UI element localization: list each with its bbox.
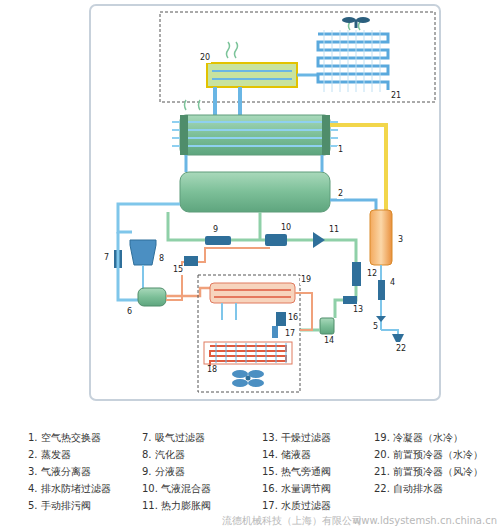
callout-number: 1	[337, 146, 344, 155]
parts-list-item: 11. 热力膨胀阀	[142, 500, 211, 511]
fin	[256, 343, 257, 363]
callout-number: 21	[390, 92, 402, 101]
callout-number: 15	[172, 266, 184, 275]
fin	[216, 343, 217, 363]
watermark: www.ldsystemsh.cn.china.cn	[353, 515, 497, 526]
callout-number: 11	[328, 226, 340, 235]
fin	[380, 30, 381, 92]
callout-number: 7	[103, 254, 110, 263]
parts-list-item: 14. 储液器	[262, 449, 311, 460]
callout-number: 12	[366, 270, 378, 279]
callout-number: 17	[284, 330, 296, 339]
callout-number: 6	[126, 308, 133, 317]
parts-list-item: 9. 分液器	[142, 466, 185, 477]
parts-list-item: 5. 手动排污阀	[28, 500, 91, 511]
fin	[364, 30, 365, 92]
callout-number: 20	[199, 54, 211, 63]
parts-list-item: 3. 气液分离器	[28, 466, 91, 477]
parts-list-item: 16. 水量调节阀	[262, 483, 331, 494]
callout-number: 3	[397, 236, 404, 245]
fin	[372, 30, 373, 92]
callout-number: 9	[212, 226, 219, 235]
fin	[226, 343, 227, 363]
callout-number: 19	[300, 276, 312, 285]
callout-number: 14	[323, 337, 335, 346]
parts-list-item: 7. 吸气过滤器	[142, 432, 205, 443]
parts-list-item: 1. 空气热交换器	[28, 432, 101, 443]
callout-number: 8	[158, 255, 165, 264]
fin	[332, 30, 333, 92]
watermark: 流德机械科技（上海）有限公司	[222, 515, 362, 526]
fin	[340, 30, 341, 92]
parts-list-item: 8. 汽化器	[142, 449, 185, 460]
parts-list-item: 21. 前置预冷器（风冷）	[374, 466, 483, 477]
callout-number: 5	[372, 323, 379, 332]
fin	[236, 343, 237, 363]
parts-list-item: 22. 自动排水器	[374, 483, 443, 494]
fin	[266, 343, 267, 363]
fin	[356, 30, 357, 92]
parts-list-item: 13. 干燥过滤器	[262, 432, 331, 443]
callout-number: 13	[352, 306, 364, 315]
callout-number: 10	[280, 224, 292, 233]
parts-list-item: 4. 排水防堵过滤器	[28, 483, 111, 494]
parts-list-item: 19. 冷凝器（水冷）	[374, 432, 463, 443]
parts-list-item: 20. 前置预冷器（水冷）	[374, 449, 483, 460]
callout-number: 16	[287, 314, 299, 323]
parts-list-item: 17. 水质过滤器	[262, 500, 331, 511]
fin	[276, 343, 277, 363]
fin	[348, 30, 349, 92]
callout-number: 18	[206, 366, 218, 375]
callout-number: 22	[395, 345, 407, 354]
fin	[246, 343, 247, 363]
parts-list-item: 15. 热气旁通阀	[262, 466, 331, 477]
fin	[324, 30, 325, 92]
parts-list-item: 2. 蒸发器	[28, 449, 71, 460]
parts-list-item: 10. 气液混合器	[142, 483, 211, 494]
coil	[318, 34, 388, 90]
coil	[210, 346, 286, 366]
fin	[286, 343, 287, 363]
callout-number: 4	[389, 279, 396, 288]
callout-number: 2	[337, 190, 344, 199]
